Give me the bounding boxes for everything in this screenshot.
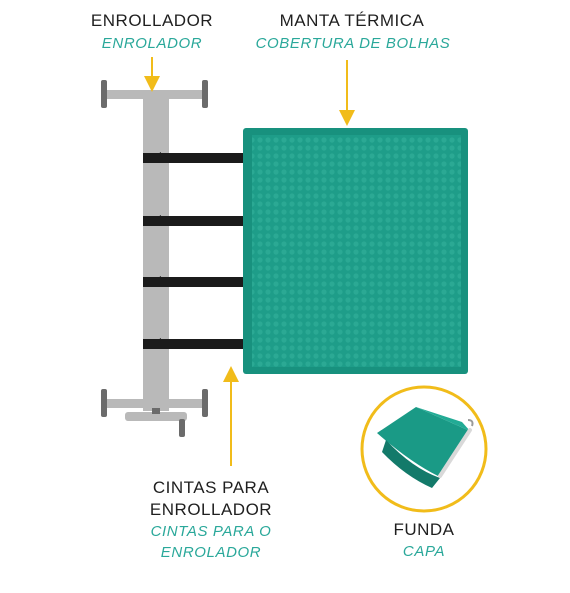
cover-sublabel: COBERTURA DE BOLHAS bbox=[255, 35, 451, 52]
strap-4 bbox=[143, 339, 247, 349]
straps-sublabel-line2: ENROLADOR bbox=[160, 544, 262, 561]
roller-base bbox=[125, 412, 187, 421]
case-zipper-pull bbox=[467, 419, 474, 427]
thermal-cover bbox=[243, 128, 468, 374]
case-bag bbox=[377, 407, 470, 476]
roller-post bbox=[143, 93, 169, 411]
strap-1 bbox=[143, 153, 247, 163]
roller-bottom-left-handle bbox=[101, 389, 107, 417]
roller-top-right-handle bbox=[202, 80, 208, 108]
roller-base-joint bbox=[152, 408, 160, 414]
case-illustration bbox=[360, 385, 488, 513]
case-bag-front bbox=[382, 440, 440, 488]
case-zipper bbox=[438, 428, 472, 478]
cover-label: MANTA TÉRMICA bbox=[279, 11, 425, 30]
straps bbox=[143, 152, 247, 349]
straps-label-line1: CINTAS PARA bbox=[152, 478, 270, 497]
roller-top-bar bbox=[106, 90, 206, 99]
strap-3 bbox=[143, 277, 247, 287]
roller-label: ENROLLADOR bbox=[90, 11, 214, 30]
roller-top-left-handle bbox=[101, 80, 107, 108]
straps-label-line2: ENROLLADOR bbox=[149, 500, 273, 519]
roller-frame bbox=[101, 80, 208, 437]
roller-sublabel: ENROLADOR bbox=[101, 35, 203, 52]
roller-bottom-bar bbox=[106, 399, 206, 408]
strap-2 bbox=[143, 216, 247, 226]
cover-bubble-surface bbox=[252, 135, 461, 367]
straps-sublabel-line1: CINTAS PARA O bbox=[150, 523, 272, 540]
roller-bottom-right-handle bbox=[202, 389, 208, 417]
case-label: FUNDA bbox=[393, 520, 455, 539]
case-sublabel: CAPA bbox=[402, 543, 446, 560]
roller-base-foot bbox=[179, 419, 185, 437]
